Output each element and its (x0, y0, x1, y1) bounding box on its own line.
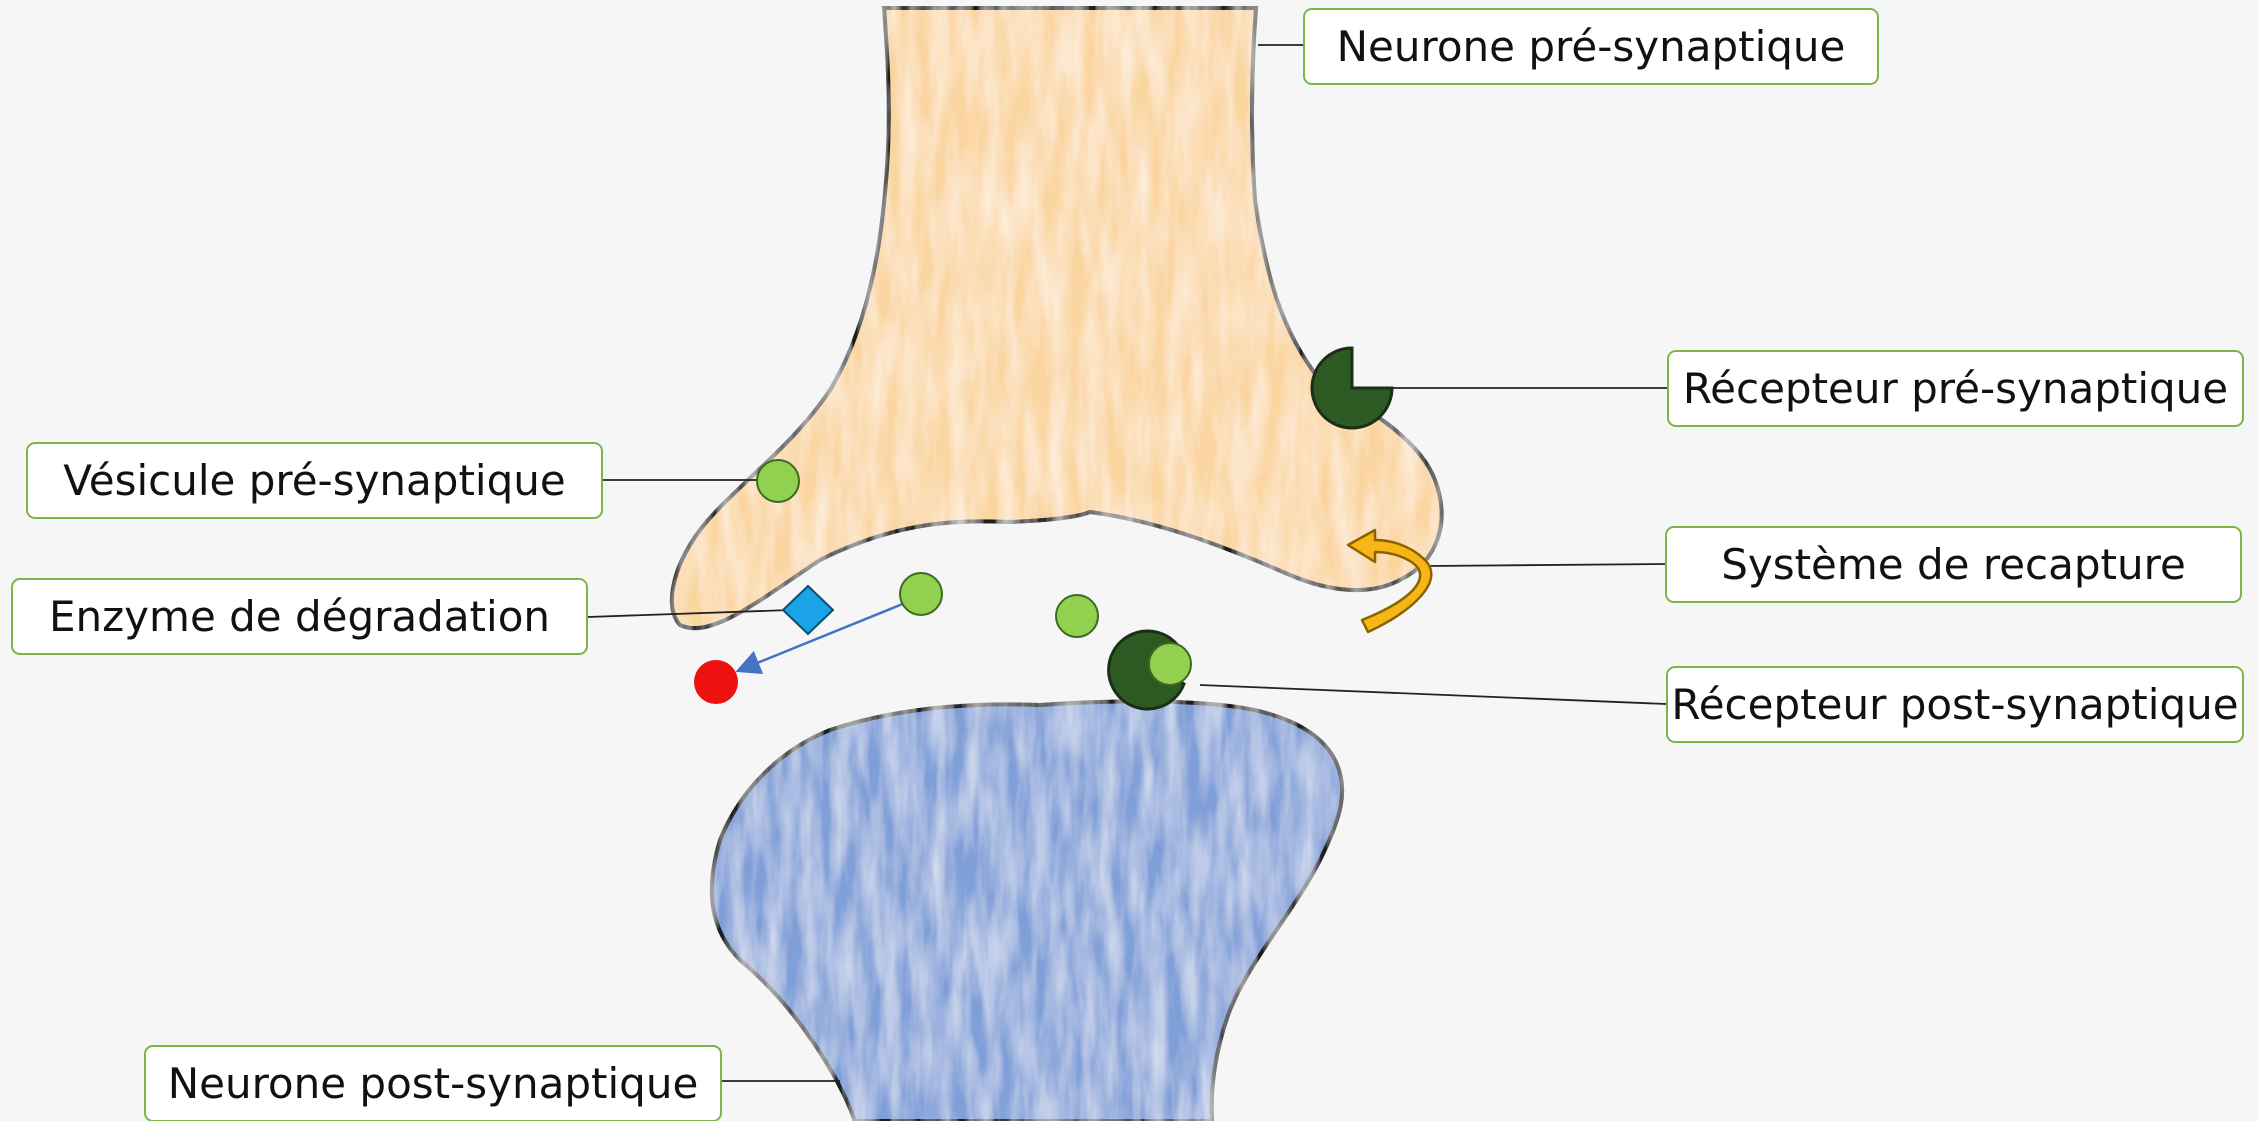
pacman-receptor-icon (1312, 348, 1392, 428)
label-post-synaptic-neuron: Neurone post-synaptique (144, 1045, 722, 1121)
label-vesicle-text: Vésicule pré-synaptique (63, 456, 565, 505)
label-pre-synaptic-neuron-text: Neurone pré-synaptique (1337, 22, 1846, 71)
label-reuptake-system-text: Système de recapture (1721, 540, 2186, 589)
label-post-synaptic-neuron-text: Neurone post-synaptique (168, 1059, 699, 1108)
green-dot-icon (1056, 595, 1098, 637)
diamond-enzyme-icon (783, 586, 833, 634)
post-synaptic-neuron (712, 701, 1342, 1121)
label-vesicle: Vésicule pré-synaptique (26, 442, 603, 519)
label-post-synaptic-receptor: Récepteur post-synaptique (1666, 666, 2244, 743)
leader-reuptake (1428, 564, 1665, 566)
pre-synaptic-neuron (672, 8, 1442, 628)
green-dot-icon (757, 460, 799, 502)
label-degradation-enzyme: Enzyme de dégradation (11, 578, 588, 655)
red-dot-icon (694, 660, 738, 704)
label-degradation-enzyme-text: Enzyme de dégradation (49, 592, 550, 641)
leader-post-receptor (1200, 685, 1666, 704)
label-post-synaptic-receptor-text: Récepteur post-synaptique (1671, 680, 2238, 729)
label-reuptake-system: Système de recapture (1665, 526, 2242, 603)
label-pre-synaptic-receptor-text: Récepteur pré-synaptique (1683, 364, 2228, 413)
green-dot-icon (900, 573, 942, 615)
label-pre-synaptic-neuron: Neurone pré-synaptique (1303, 8, 1879, 85)
green-dot-icon (1149, 643, 1191, 685)
label-pre-synaptic-receptor: Récepteur pré-synaptique (1667, 350, 2244, 427)
